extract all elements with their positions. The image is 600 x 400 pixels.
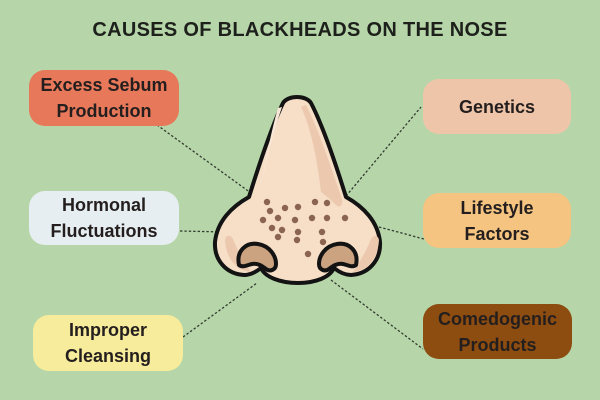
connector-comedogenic bbox=[330, 279, 424, 350]
infographic-title: CAUSES OF BLACKHEADS ON THE NOSE bbox=[92, 19, 508, 41]
cause-box-comedogenic: Comedogenic Products bbox=[423, 304, 572, 359]
nose-shade-right-wing bbox=[353, 235, 379, 272]
cause-label: Comedogenic Products bbox=[437, 308, 557, 355]
cause-label: Lifestyle Factors bbox=[460, 197, 534, 244]
blackhead-dots bbox=[259, 198, 349, 258]
connector-genetics bbox=[345, 106, 422, 197]
left-nostril bbox=[236, 241, 278, 273]
nostrils bbox=[236, 241, 359, 273]
cause-box-genetics: Genetics bbox=[423, 79, 571, 134]
right-nostril bbox=[317, 241, 359, 273]
nose-body bbox=[212, 95, 383, 285]
cause-box-hormonal: Hormonal Fluctuations bbox=[29, 191, 179, 245]
cause-box-improper-cleansing: Improper Cleansing bbox=[33, 315, 183, 371]
nose-shade-right-bridge bbox=[301, 105, 343, 207]
connector-lines bbox=[156, 106, 425, 350]
cause-label: Improper Cleansing bbox=[64, 320, 152, 366]
cause-box-excess-sebum: Excess Sebum Production bbox=[29, 70, 179, 126]
cause-label: Hormonal Fluctuations bbox=[50, 195, 158, 241]
cause-label: Genetics bbox=[458, 96, 536, 117]
cause-label: Excess Sebum Production bbox=[40, 75, 168, 121]
connector-excess-sebum bbox=[156, 124, 252, 194]
connector-lifestyle bbox=[378, 226, 425, 240]
nose-outline-shape bbox=[212, 95, 383, 285]
connector-improper-cleansing bbox=[182, 282, 258, 338]
cause-box-lifestyle: Lifestyle Factors bbox=[423, 193, 571, 248]
